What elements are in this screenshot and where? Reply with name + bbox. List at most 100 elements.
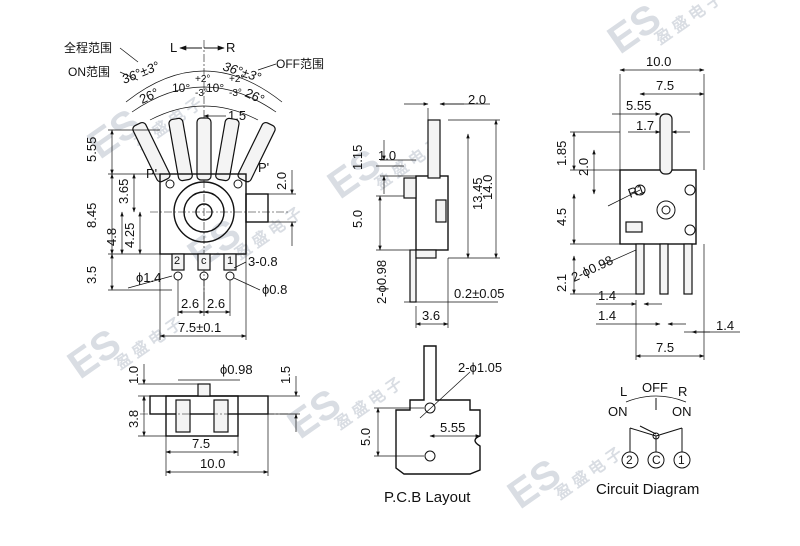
right-dim-1-85: 1.85: [554, 141, 569, 166]
pin-label-2: 2: [174, 255, 180, 267]
full-range-arc: [125, 70, 283, 103]
right-body: [619, 169, 697, 245]
right-slot: [625, 221, 643, 233]
pcb-dim-2-phi-1-05: 2-ϕ1.05: [458, 360, 502, 375]
body-side-tab: [245, 193, 269, 223]
bottom-dim-7-5: 7.5: [192, 436, 210, 451]
circuit-label-on-right: ON: [672, 404, 692, 419]
pin-c: [197, 253, 211, 271]
pcb-outline: [395, 345, 481, 475]
pcb-layout: 2-ϕ1.05 5.0 5.55 P.C.B Layout: [358, 345, 502, 506]
right-dim-2-0: 2.0: [576, 158, 591, 176]
angle-left-10: 10°: [172, 81, 190, 95]
circuit-terminal-2: [621, 451, 639, 469]
tol-minus-right: -3°: [229, 88, 242, 99]
lever-center-position: [196, 117, 212, 181]
right-dim-1-4b: 1.4: [598, 308, 616, 323]
bottom-dim-10-0: 10.0: [200, 456, 225, 471]
on-range-leader: [119, 71, 139, 81]
circuit-contact-right: [655, 427, 683, 437]
right-dim-10-0: 10.0: [646, 54, 671, 69]
right-rotor: [656, 200, 676, 220]
circuit-terminal-1: [673, 451, 691, 469]
pcb-hole: [424, 402, 436, 414]
angle-right-10: 10°: [206, 81, 224, 95]
circuit-label-l: L: [620, 384, 627, 399]
front-view: 全程范围 ON范围 OFF范围 L R 36°±3° 36°±3° 26° 26…: [64, 40, 324, 340]
side-base: [415, 249, 437, 259]
circuit-rotation-arc: [625, 395, 687, 403]
off-range-label: OFF范围: [276, 57, 324, 71]
tol-plus-right: +2°: [229, 74, 244, 85]
lever-left-inner-position: [168, 117, 193, 182]
right-dim-r1: R1: [626, 181, 647, 201]
side-dim-13-45: 13.45: [470, 177, 485, 210]
right-dim-7-5: 7.5: [656, 78, 674, 93]
side-dim-14-0: 14.0: [480, 175, 495, 200]
right-dim-4-5: 4.5: [554, 208, 569, 226]
inner-arc: [149, 105, 259, 121]
off-range-leader: [257, 63, 277, 71]
circuit-pin-2: 2: [626, 453, 633, 467]
right-view: 10.0 7.5 5.55 1.7 1.85 2.0 4.5 R1 2-ϕ0.9…: [554, 54, 740, 360]
side-dim-2-phi-0-98: 2-ϕ0.98: [374, 260, 389, 304]
side-dim-2-0: 2.0: [468, 92, 486, 107]
right-dim-5-55: 5.55: [626, 98, 651, 113]
angle-left-26: 26°: [137, 85, 161, 107]
lever-right-inner-position: [215, 117, 240, 182]
right-label: R: [226, 40, 235, 55]
pin-hole: [225, 271, 235, 281]
pin-label-c: c: [201, 255, 207, 267]
right-dim-1-4c: 1.4: [716, 318, 734, 333]
dim-phi-0-8-leader: [233, 277, 261, 291]
pcb-hole-leader: [419, 371, 471, 419]
dim-4-25: 4.25: [122, 223, 137, 248]
circuit-wiper: [639, 425, 657, 435]
dim-2-6b: 2.6: [207, 296, 225, 311]
bottom-view: 1.0 3.8 ϕ0.98 1.5 7.5 10.0: [126, 362, 300, 476]
circuit-pivot: [652, 432, 660, 440]
lever-right-position: [237, 121, 276, 183]
body-corner-hole: [233, 179, 243, 189]
dim-4-8: 4.8: [104, 228, 119, 246]
dim-7-5-tol: 7.5±0.1: [178, 320, 221, 335]
side-dim-1-15: 1.15: [350, 145, 365, 170]
circuit-label-on-left: ON: [608, 404, 628, 419]
pcb-caption: P.C.B Layout: [384, 489, 471, 506]
dim-3-0-8-leader: [233, 261, 247, 269]
pcb-dim-5-55: 5.55: [440, 420, 465, 435]
body-corner-hole: [165, 179, 175, 189]
dim-8-45: 8.45: [84, 203, 99, 228]
dim-2-0: 2.0: [274, 172, 289, 190]
bottom-dim-phi-0-98: ϕ0.98: [220, 362, 253, 377]
dim-2-6a: 2.6: [181, 296, 199, 311]
on-range-label: ON范围: [68, 65, 110, 79]
right-dim-2-1: 2.1: [554, 274, 569, 292]
pin-hole: [173, 271, 183, 281]
side-view: 2.0 1.15 1.0 13.45 14.0 5.0 2-ϕ0.98 0.2±…: [350, 92, 505, 328]
right-rotor-hub: [661, 205, 671, 215]
p-label-right: P': [258, 160, 269, 175]
circuit-caption: Circuit Diagram: [596, 481, 699, 498]
dim-3-65: 3.65: [116, 179, 131, 204]
bottom-dim-1-0: 1.0: [126, 366, 141, 384]
side-boss: [403, 177, 417, 199]
svg-text:盈 盛 电 子: 盈 盛 电 子: [331, 373, 406, 434]
right-pin: [659, 243, 669, 295]
right-dim-2-phi-0-98: 2-ϕ0.98: [569, 252, 615, 284]
tol-minus-left: -3°: [195, 88, 208, 99]
bottom-shaft: [197, 383, 211, 397]
side-pin: [409, 249, 417, 303]
p-label-left: P': [146, 166, 157, 181]
right-dim-7-5b: 7.5: [656, 340, 674, 355]
lever-left-position: [132, 121, 171, 183]
circuit-diagram: L OFF R ON ON 2 C 1 Circuit Diagram: [596, 380, 699, 498]
right-hole: [634, 184, 646, 196]
pcb-hole: [424, 450, 436, 462]
dim-phi-1-4-leader: [127, 275, 173, 289]
tol-plus-left: +2°: [195, 74, 210, 85]
circuit-pin-c: C: [652, 453, 661, 467]
full-range-label: 全程范围: [64, 40, 112, 55]
right-hole: [684, 224, 696, 236]
angle-left-36: 36°±3°: [120, 58, 162, 87]
